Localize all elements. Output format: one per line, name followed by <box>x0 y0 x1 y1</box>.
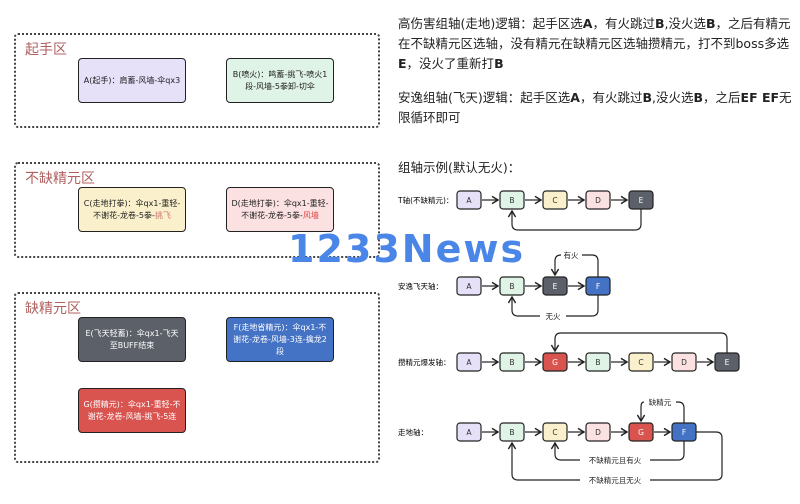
row-label: 攒精元爆发轴： <box>398 357 451 367</box>
node-b <box>499 422 525 442</box>
note-has-fire: 不缺精元且有火 <box>589 455 642 465</box>
zone-label: 起手区 <box>25 42 67 58</box>
node-d <box>585 422 611 442</box>
node-a <box>456 422 482 442</box>
card-d: D(走地打拳)：伞qx1-重轻-不谢花-龙卷-5拳-风墙 <box>226 187 334 232</box>
node-label: F <box>682 428 686 437</box>
loop-no-fire <box>512 431 723 481</box>
node-d <box>585 190 611 210</box>
node-label: A <box>466 282 472 291</box>
loop-lack <box>641 401 685 423</box>
node-label: E <box>725 358 730 367</box>
node-a <box>456 352 482 372</box>
loop-e-to-g <box>550 332 728 353</box>
node-c <box>542 190 568 210</box>
node-e <box>714 352 740 372</box>
zone-has-essence: 不缺精元区 <box>14 162 380 258</box>
zone-start: 起手区 <box>14 33 380 128</box>
node-label: B <box>509 358 514 367</box>
node-e <box>542 276 568 296</box>
node-b <box>499 276 525 296</box>
node-b <box>585 352 611 372</box>
card-text: C(走地打拳)：伞qx1-重轻-不谢花-龙卷-5拳-挑飞 <box>82 198 182 222</box>
zone-label: 不缺精元区 <box>25 171 95 187</box>
card-c: C(走地打拳)：伞qx1-重轻-不谢花-龙卷-5拳-挑飞 <box>78 187 186 232</box>
node-label: D <box>595 196 601 205</box>
node-a <box>456 276 482 296</box>
loop-fire <box>555 254 599 277</box>
node-e <box>628 190 654 210</box>
loop-has-fire <box>555 441 685 461</box>
card-text-accent: 风墙 <box>302 210 319 220</box>
node-label: A <box>466 358 472 367</box>
loop-e-to-b <box>507 209 642 231</box>
loop-nofire <box>512 295 599 317</box>
node-b <box>499 352 525 372</box>
zone-label: 缺精元区 <box>25 301 81 317</box>
high-damage-logic: 高伤害组轴(走地)逻辑：起手区选A，有火跳过B,没火选B，之后有精元在不缺精元区… <box>398 16 791 71</box>
node-c <box>542 422 568 442</box>
row-label: 走地轴： <box>398 427 428 437</box>
zone-lack-essence: 缺精元区 <box>14 292 380 463</box>
node-label: B <box>595 358 600 367</box>
card-e: E(飞天轻蓄)：伞qx1-飞天至BUFF结束 <box>78 317 186 362</box>
node-a <box>456 190 482 210</box>
note-no-fire: 不缺精元且无火 <box>589 475 642 485</box>
node-g <box>542 352 568 372</box>
row-label: T轴(不缺精元)： <box>397 195 453 205</box>
node-label: D <box>595 428 601 437</box>
card-text-main: D(走地打拳)：伞qx1-重轻-不谢花-龙卷-5拳- <box>231 198 329 220</box>
card-text: B(喷火)：鸣蓄-挑飞-喷火1段-风墙-5拳卸-切伞 <box>232 69 328 91</box>
node-g <box>628 422 654 442</box>
row-label: 安逸飞天轴： <box>398 281 443 291</box>
node-label: B <box>509 196 514 205</box>
node-d <box>671 352 697 372</box>
node-label: C <box>638 358 643 367</box>
node-label: E <box>639 196 644 205</box>
node-f <box>671 422 697 442</box>
card-b: B(喷火)：鸣蓄-挑飞-喷火1段-风墙-5拳卸-切伞 <box>226 58 334 103</box>
node-label: A <box>466 428 472 437</box>
safe-logic: 安逸组轴(飞天)逻辑：起手区选A，有火跳过B,没火选B，之后EF EF无限循环即… <box>398 90 792 125</box>
watermark: 1233News <box>288 227 526 271</box>
card-g: G(攒精元)：伞qx1-重轻-不谢花-龙卷-风墙-挑飞-5连 <box>78 388 186 433</box>
node-c <box>628 352 654 372</box>
card-text-main: C(走地打拳)：伞qx1-重轻-不谢花-龙卷-5拳- <box>83 198 181 220</box>
example-title: 组轴示例(默认无火)： <box>398 160 521 175</box>
node-label: B <box>509 428 514 437</box>
node-label: C <box>552 196 557 205</box>
card-text-accent: 挑飞 <box>154 210 171 220</box>
note-lack: 缺精元 <box>649 397 672 407</box>
card-text: A(起手)：肩蓄-风墙-伞qx3 <box>83 75 181 85</box>
card-a: A(起手)：肩蓄-风墙-伞qx3 <box>78 58 186 103</box>
card-text: G(攒精元)：伞qx1-重轻-不谢花-龙卷-风墙-挑飞-5连 <box>83 399 181 421</box>
node-label: E <box>553 282 558 291</box>
note-nofire: 无火 <box>546 312 561 321</box>
card-text: D(走地打拳)：伞qx1-重轻-不谢花-龙卷-5拳-风墙 <box>230 198 330 222</box>
note-fire: 有火 <box>564 250 579 260</box>
node-label: A <box>466 196 472 205</box>
node-label: C <box>552 428 557 437</box>
card-text: F(走地省精元)：伞qx1-不谢花-龙卷-风墙-3连-擒龙2段 <box>233 322 327 356</box>
node-label: G <box>552 358 558 367</box>
node-b <box>499 190 525 210</box>
node-label: B <box>509 282 514 291</box>
node-label: G <box>638 428 644 437</box>
card-text: E(飞天轻蓄)：伞qx1-飞天至BUFF结束 <box>85 328 179 350</box>
logic-column: 高伤害组轴(走地)逻辑：起手区选A，有火跳过B,没火选B，之后有精元在不缺精元区… <box>398 14 796 178</box>
node-label: F <box>596 282 600 291</box>
node-f <box>585 276 611 296</box>
card-f: F(走地省精元)：伞qx1-不谢花-龙卷-风墙-3连-擒龙2段 <box>226 317 334 362</box>
node-label: D <box>681 358 687 367</box>
